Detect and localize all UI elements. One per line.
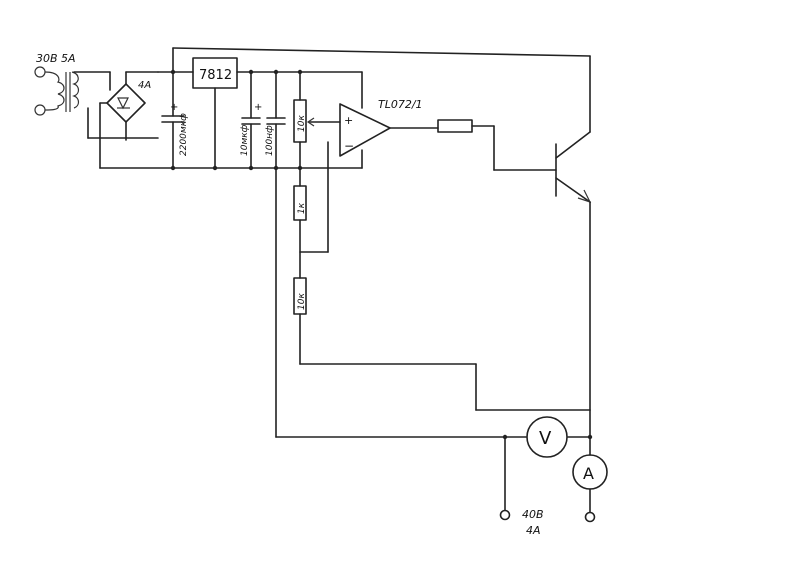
opamp-label: TL072/1	[378, 98, 423, 111]
output-current-label: 4А	[526, 524, 541, 537]
cap-mid-label: 10мкф	[240, 124, 250, 156]
opamp-minus-label: −	[344, 139, 354, 153]
input-capacitor: + 2200мкф	[161, 71, 189, 167]
small-capacitor: 100нф	[265, 71, 286, 167]
ammeter: A	[572, 409, 608, 513]
fuse-rating-label: 4А	[138, 80, 151, 91]
junction-voltmeter	[502, 434, 508, 440]
cap-input-plus: +	[170, 102, 178, 113]
potentiometer-10k: 10к	[293, 71, 341, 167]
cap-small-label: 100нф	[265, 125, 275, 156]
transformer: 30В 5А	[34, 52, 159, 139]
feedback-divider: 1к 10к	[293, 141, 591, 411]
regulator-label: 7812	[199, 68, 232, 83]
output-terminal-negative	[499, 509, 511, 521]
pot-label: 10к	[297, 115, 307, 132]
mid-capacitor: + 10мкф	[240, 71, 262, 167]
resistor-10k-label: 10к	[297, 293, 307, 310]
opamp-tl072: + − TL072/1	[339, 98, 439, 157]
voltmeter-label: V	[539, 428, 552, 449]
transformer-rating-label: 30В 5А	[36, 52, 76, 65]
output-voltage-label: 40В	[522, 508, 544, 521]
regulator-7812: 7812	[192, 57, 238, 167]
ammeter-label: A	[583, 464, 594, 483]
cap-input-label: 2200мкф	[179, 113, 189, 156]
voltmeter: V	[526, 416, 568, 458]
transistor-pair	[555, 55, 592, 411]
resistor-1k-label: 1к	[297, 202, 307, 214]
base-resistor	[437, 119, 557, 171]
opamp-plus-label: +	[344, 114, 353, 127]
bridge-rectifier: 4А	[99, 71, 159, 169]
wire-top-collector-rail	[172, 47, 591, 57]
cap-mid-plus: +	[254, 102, 262, 113]
output-terminal-positive	[584, 511, 596, 523]
